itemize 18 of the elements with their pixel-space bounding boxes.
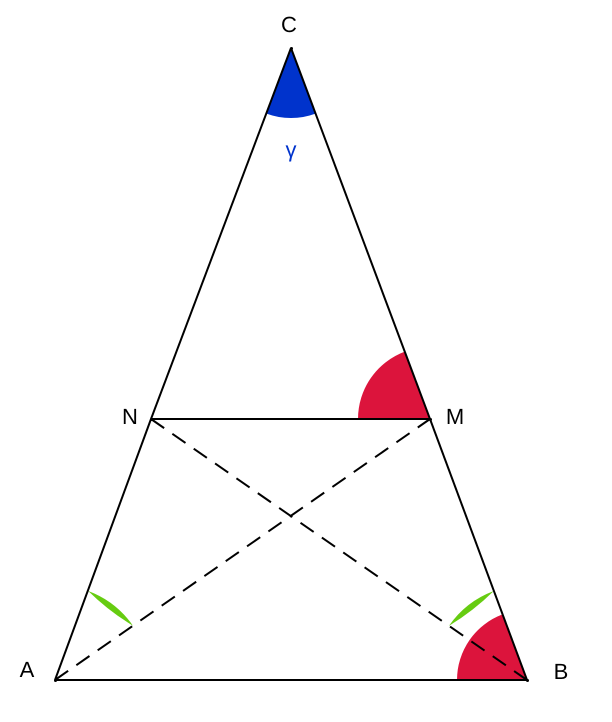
angle-label: γ [286,139,296,161]
vertex-point [290,46,292,50]
vertex-label: B [554,661,568,683]
line-segment [54,418,152,680]
vertex-point [428,418,432,420]
vertex-label: C [281,14,297,36]
vertex-label: A [20,659,34,681]
vertex-point [54,678,56,682]
dashed-line [150,418,528,681]
line-segment [55,679,527,681]
line-segment [429,418,528,680]
line-segment [290,48,431,420]
vertex-point [526,678,528,682]
dashed-line [54,418,431,681]
vertex-label: M [446,406,464,428]
line-segment [150,48,292,420]
line-segment [151,418,430,420]
vertex-label: N [122,406,138,428]
